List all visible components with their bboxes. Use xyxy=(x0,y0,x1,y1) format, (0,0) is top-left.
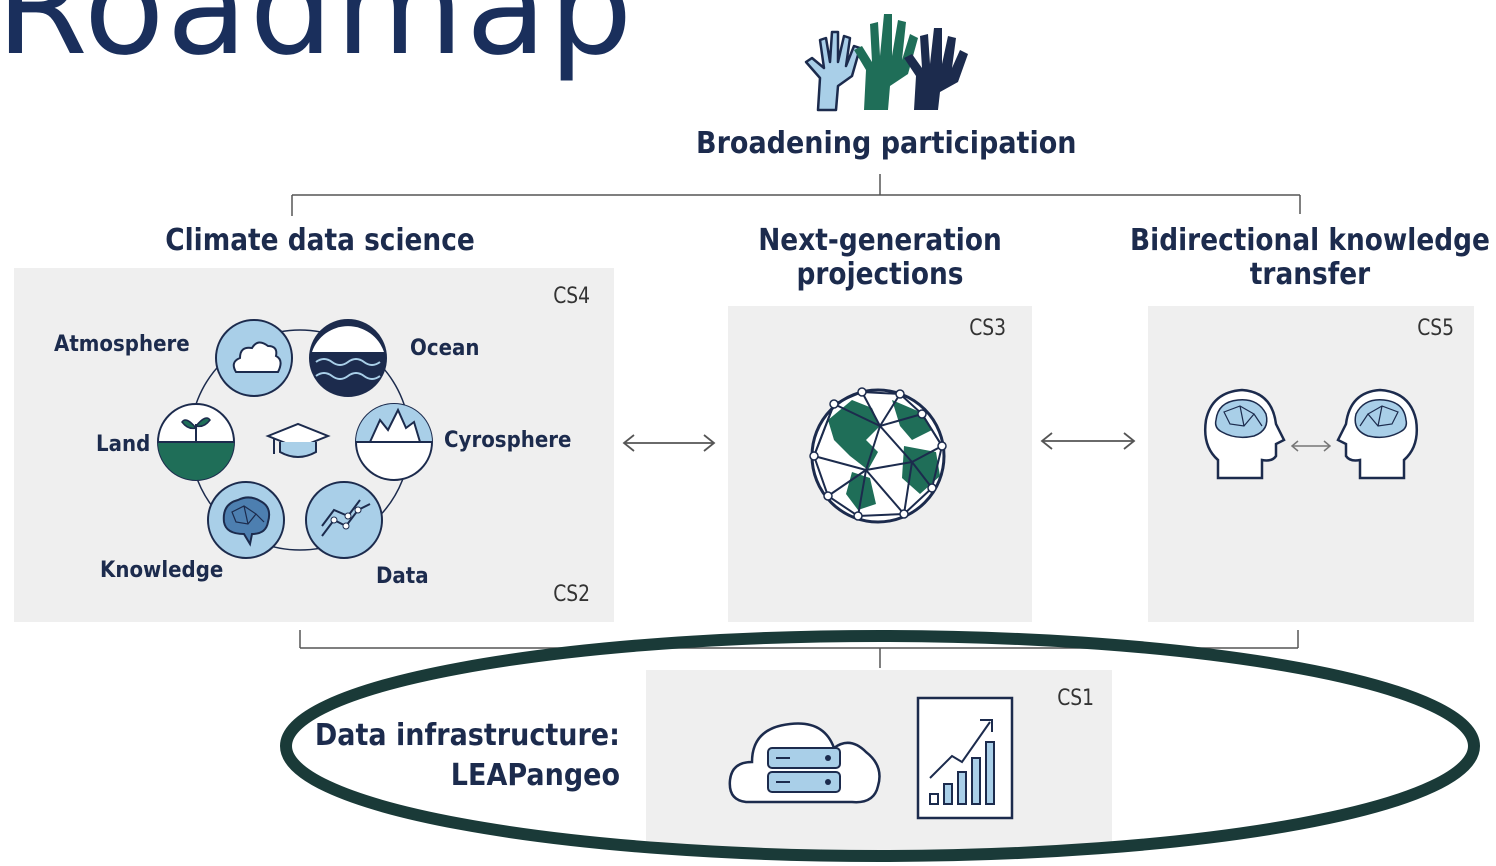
head-brain-left-icon xyxy=(1204,388,1286,480)
climate-data-science-heading: Climate data science xyxy=(165,223,475,258)
cryosphere-icon xyxy=(355,403,433,481)
atmosphere-icon xyxy=(215,319,293,397)
page-title: Roadmap xyxy=(0,0,635,85)
cs2-tag: CS2 xyxy=(553,582,591,607)
data-trend-icon xyxy=(305,481,383,559)
bidirectional-heading-line2: transfer xyxy=(1249,257,1371,292)
land-label: Land xyxy=(96,432,151,457)
cloud-server-icon xyxy=(728,722,881,804)
double-arrow-icon xyxy=(622,434,716,452)
leapangeo-label: LEAPangeo xyxy=(450,758,620,793)
data-infrastructure-panel xyxy=(646,670,1112,850)
cs1-tag: CS1 xyxy=(1057,686,1095,711)
globe-network-icon xyxy=(809,387,947,524)
land-sprout-icon xyxy=(157,403,235,481)
data-label: Data xyxy=(376,564,429,589)
highlight-oval xyxy=(280,630,1480,862)
cs4-tag: CS4 xyxy=(553,284,591,309)
next-generation-heading-line1: Next-generation xyxy=(758,223,1002,258)
brain-icon xyxy=(207,481,285,559)
ocean-icon xyxy=(309,319,387,397)
bidirectional-panel xyxy=(1148,306,1474,622)
cyrosphere-label: Cyrosphere xyxy=(444,428,572,453)
broadening-participation-label: Broadening participation xyxy=(696,126,1077,161)
raised-hands-icon xyxy=(804,14,968,112)
head-brain-right-icon xyxy=(1336,388,1418,480)
bidirectional-heading-line1: Bidirectional knowledge xyxy=(1130,223,1490,258)
graduation-cap-icon xyxy=(265,422,331,458)
ocean-label: Ocean xyxy=(410,336,480,361)
data-infrastructure-label: Data infrastructure: xyxy=(314,718,620,753)
next-generation-heading-line2: projections xyxy=(796,257,964,292)
cs5-tag: CS5 xyxy=(1417,316,1455,341)
double-arrow-icon xyxy=(1040,432,1136,450)
atmosphere-label: Atmosphere xyxy=(54,332,190,357)
knowledge-label: Knowledge xyxy=(100,558,224,583)
growth-chart-icon xyxy=(916,696,1014,820)
double-arrow-icon xyxy=(1290,440,1332,452)
cs3-tag: CS3 xyxy=(969,316,1007,341)
